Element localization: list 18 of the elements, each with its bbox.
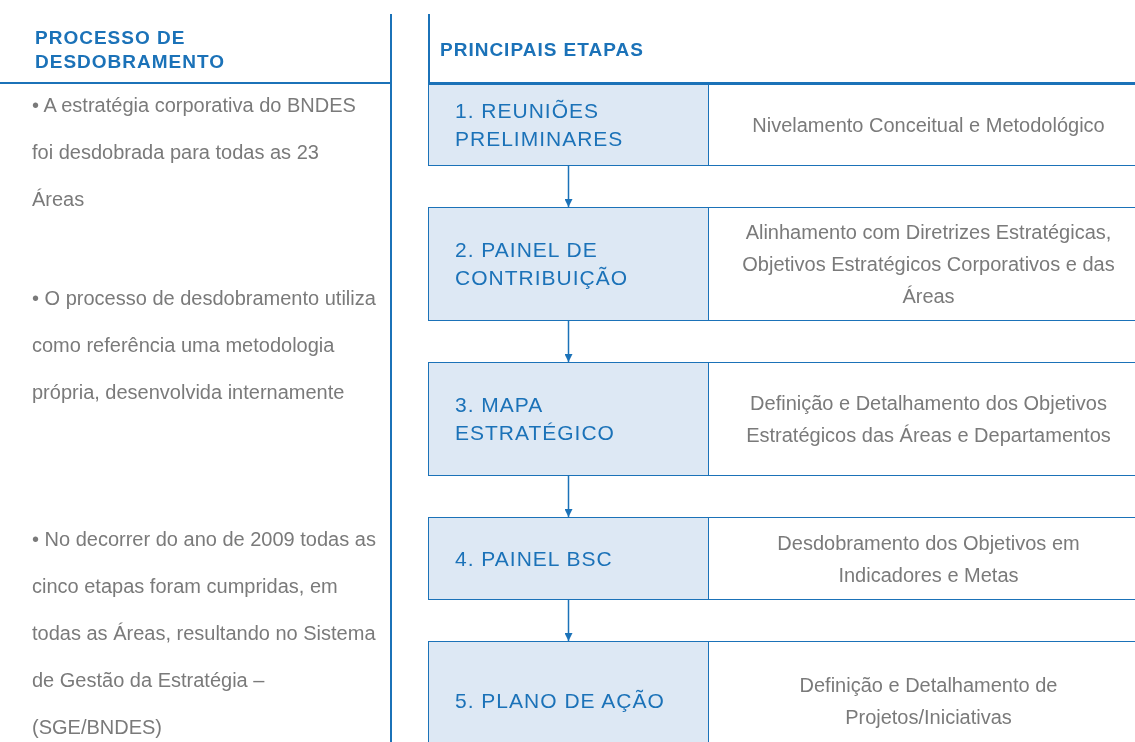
column-heading: PROCESSO DE DESDOBRAMENTO (35, 26, 226, 74)
arrow (564, 165, 573, 208)
step-box: 5. PLANO DE AÇÃO (428, 641, 709, 742)
column-heading: PRINCIPAIS ETAPAS (440, 38, 645, 62)
arrow (564, 599, 573, 642)
step-box: 1. REUNIÕES PRELIMINARES (428, 84, 709, 166)
bullet-text: • A estratégia corporativa do BNDES foi desdobrada para todas as 23 Áreas (32, 93, 357, 212)
bullet-text: • O processo de desdobramento utiliza como referência uma metodologia própria, desenvolvida internamente (32, 286, 377, 405)
description-box: Desdobramento dos Objetivos em Indicadores e Metas (709, 517, 1135, 600)
arrow (564, 475, 573, 518)
description-box: Definição e Detalhamento dos Objetivos Estratégicos das Áreas e Departamentos (709, 362, 1135, 476)
step-box: 4. PAINEL BSC (428, 517, 709, 600)
bullet-text: • No decorrer do ano de 2009 todas as cinco etapas foram cumpridas, em todas as Áreas, resultando no Sistema de Gestão da Estratégia – (SGE/BNDES) (32, 527, 377, 740)
description-box: Alinhamento com Diretrizes Estratégicas, Objetivos Estratégicos Corporativos e das Áreas (709, 207, 1135, 321)
step-box: 3. MAPA ESTRATÉGICO (428, 362, 709, 476)
step-box: 2. PAINEL DE CONTRIBUIÇÃO (428, 207, 709, 321)
arrow (564, 320, 573, 363)
description-box: Nivelamento Conceitual e Metodológico (709, 84, 1135, 166)
